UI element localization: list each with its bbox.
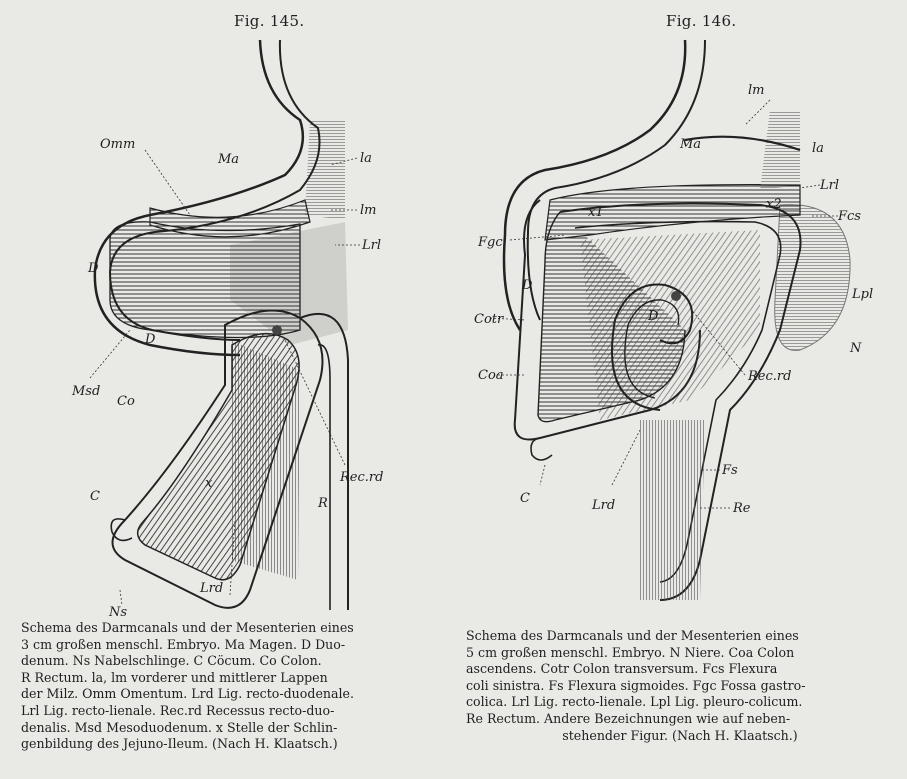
fig145-label-lrl: Lrl (361, 238, 381, 253)
fig145-label-d-upper: D (87, 261, 99, 276)
caption146-line: Schema des Darmcanals und der Mesenterie… (466, 628, 894, 645)
fig146-kidney (775, 205, 850, 351)
caption145-line: denalis. Msd Mesoduodenum. x Stelle der … (21, 720, 449, 737)
fig146-label-x2: x2 (766, 197, 782, 212)
fig146-la-hatch (760, 110, 800, 190)
caption145-line: der Milz. Omm Omentum. Lrd Lig. recto-du… (21, 686, 449, 703)
figure-146-drawing: lm Ma la Lrl Fcs Fgc x1 x2 D D Lpl Cotr … (474, 40, 873, 600)
fig146-label-la: la (812, 141, 824, 156)
caption145-line: Lrl Lig. recto-lienale. Rec.rd Recessus … (21, 703, 449, 720)
fig146-label-fgc: Fgc (477, 235, 503, 250)
fig146-label-d-left: D (521, 278, 533, 293)
caption146-line: 5 cm großen menschl. Embryo. N Niere. Co… (466, 645, 894, 662)
fig146-lrd-hatch (640, 420, 705, 600)
fig146-label-c: C (520, 491, 530, 506)
caption145-line: denum. Ns Nabelschlinge. C Cöcum. Co Col… (21, 653, 449, 670)
fig145-duodenal-mesentery (110, 222, 300, 338)
fig146-label-ma: Ma (679, 137, 701, 152)
fig145-label-x: x (205, 476, 213, 491)
fig146-label-rec-rd: Rec.rd (747, 369, 791, 384)
fig146-label-lrl: Lrl (819, 178, 839, 193)
fig146-label-fcs: Fcs (837, 209, 861, 224)
figure-146-caption: Schema des Darmcanals und der Mesenterie… (466, 628, 894, 744)
fig145-rectum-inner (318, 345, 330, 610)
fig146-label-lm: lm (748, 83, 765, 98)
fig145-label-la: la (360, 151, 372, 166)
fig145-label-rec-rd: Rec.rd (339, 470, 383, 485)
fig145-la-hatch (305, 120, 345, 220)
caption146-line: ascendens. Cotr Colon transversum. Fcs F… (466, 661, 894, 678)
fig145-label-ma: Ma (217, 152, 239, 167)
fig146-omentum (545, 185, 800, 240)
fig146-label-lpl: Lpl (851, 287, 873, 302)
fig145-label-r: R (317, 496, 328, 511)
fig145-recessus-dot (272, 325, 282, 335)
fig146-mesentery-radiating (580, 230, 760, 420)
fig145-label-co: Co (117, 394, 135, 409)
fig146-label-fs: Fs (721, 463, 738, 478)
caption146-line: Re Rectum. Andere Bezeichnungen wie auf … (466, 711, 894, 728)
fig146-label-x1: x1 (588, 205, 604, 220)
figure-145-drawing: Omm Ma la lm Lrl D D Msd Co C x Rec.rd R… (71, 40, 383, 620)
fig146-label-d-inner: D (647, 309, 659, 324)
caption145-line: 3 cm großen menschl. Embryo. Ma Magen. D… (21, 637, 449, 654)
caption146-line: coli sinistra. Fs Flexura sigmoides. Fgc… (466, 678, 894, 695)
anatomical-diagrams: Omm Ma la lm Lrl D D Msd Co C x Rec.rd R… (0, 0, 907, 620)
caption146-line: stehender Figur. (Nach H. Klaatsch.) (466, 728, 894, 745)
fig146-label-re: Re (732, 501, 751, 516)
fig145-label-lrd: Lrd (199, 581, 223, 596)
caption145-line: R Rectum. la, lm vorderer und mittlerer … (21, 670, 449, 687)
fig145-rectum-outer (300, 314, 348, 610)
fig145-label-c: C (90, 489, 100, 504)
fig146-label-n: N (849, 341, 862, 356)
caption146-line: colica. Lrl Lig. recto-lienale. Lpl Lig.… (466, 694, 894, 711)
caption145-line: Schema des Darmcanals und der Mesenterie… (21, 620, 449, 637)
fig145-label-d-lower: D (144, 332, 156, 347)
fig146-label-cotr: Cotr (474, 312, 504, 327)
fig145-label-msd: Msd (71, 384, 100, 399)
caption145-line: genbildung des Jejuno-Ileum. (Nach H. Kl… (21, 736, 449, 753)
fig146-label-coa: Coa (478, 368, 504, 383)
figure-145-caption: Schema des Darmcanals und der Mesenterie… (21, 620, 449, 753)
fig145-label-ns: Ns (108, 605, 127, 620)
fig146-recessus-dot (671, 291, 681, 301)
fig145-label-omm: Omm (100, 137, 135, 152)
fig146-caecum (531, 438, 552, 460)
fig145-label-lm: lm (360, 203, 377, 218)
fig146-label-lrd: Lrd (591, 498, 615, 513)
